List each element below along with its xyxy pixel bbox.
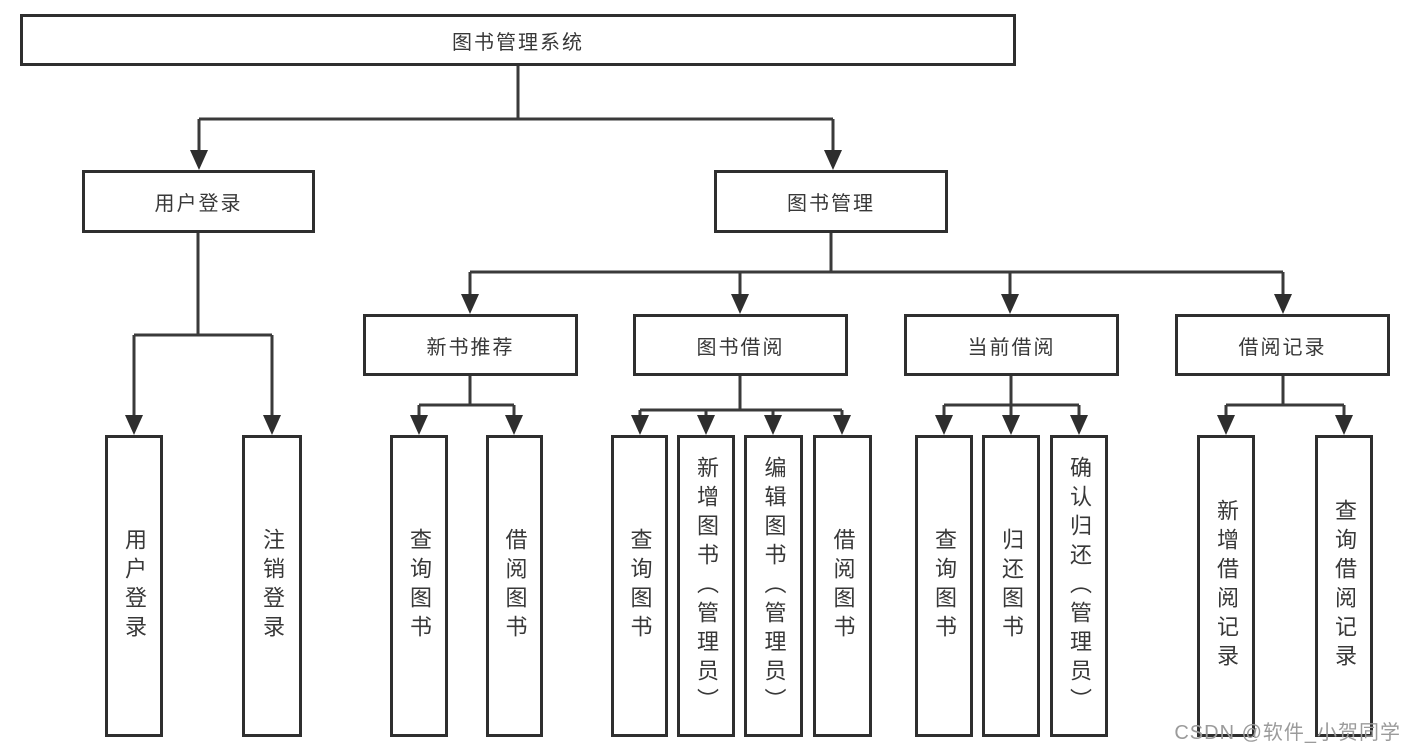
leaf-user-login: 用户登录 [105,435,163,737]
leaf-label: 新增借阅记录 [1214,499,1239,673]
arrowheads [125,150,1353,435]
connector-book-management-branch [468,233,1285,297]
leaf-label: 归还图书 [999,528,1024,644]
leaf-label: 用户登录 [122,528,147,644]
connector-records-branch [1224,376,1346,418]
connector-root-branch [197,66,835,152]
leaf-label: 新增图书（管理员） [694,455,719,717]
connector-user-login-branch [132,233,274,418]
node-book-management: 图书管理 [714,170,948,233]
leaf-records-add-record: 新增借阅记录 [1197,435,1255,737]
leaf-label: 借阅图书 [502,528,528,644]
leaf-current-return-books: 归还图书 [982,435,1040,737]
watermark-csdn: CSDN @软件_小贺同学 [1174,722,1401,744]
leaf-label: 查询借阅记录 [1332,499,1357,673]
node-label: 图书管理系统 [452,31,584,54]
leaf-label: 确认归还（管理员） [1067,455,1092,717]
leaf-label: 查询图书 [627,528,653,644]
connector-borrowing-branch [638,376,844,418]
node-current-borrowing: 当前借阅 [904,314,1119,376]
leaf-label: 编辑图书（管理员） [761,455,787,717]
connector-current-branch [942,376,1081,418]
node-user-login: 用户登录 [82,170,315,233]
leaf-current-query-books: 查询图书 [915,435,973,737]
leaf-label: 注销登录 [260,528,285,644]
node-library-system: 图书管理系统 [20,14,1016,66]
leaf-logout-login: 注销登录 [242,435,302,737]
node-new-book-recommendation: 新书推荐 [363,314,578,376]
connector-recommend-branch [417,376,516,418]
leaf-recommend-query-books: 查询图书 [390,435,448,737]
node-label: 图书借阅 [696,336,785,359]
leaf-label: 借阅图书 [830,528,856,644]
leaf-current-confirm-return-admin: 确认归还（管理员） [1050,435,1108,737]
leaf-borrow-add-books-admin: 新增图书（管理员） [677,435,735,737]
node-book-borrowing: 图书借阅 [633,314,848,376]
leaf-label: 查询图书 [932,528,957,644]
leaf-borrow-query-books: 查询图书 [611,435,668,737]
leaf-recommend-borrow-books: 借阅图书 [486,435,543,737]
node-label: 新书推荐 [426,336,515,359]
node-label: 当前借阅 [967,336,1056,359]
leaf-borrow-edit-books-admin: 编辑图书（管理员） [744,435,803,737]
leaf-borrow-borrow-books: 借阅图书 [813,435,872,737]
node-borrowing-records: 借阅记录 [1175,314,1390,376]
leaf-label: 查询图书 [407,528,432,644]
node-label: 借阅记录 [1238,336,1327,359]
node-label: 图书管理 [787,193,875,215]
leaf-records-query-record: 查询借阅记录 [1315,435,1373,737]
node-label: 用户登录 [154,193,243,215]
